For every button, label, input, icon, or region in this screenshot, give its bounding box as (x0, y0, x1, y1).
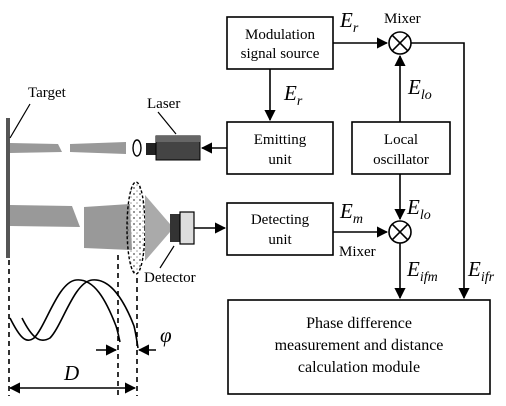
signal-er-top: Er (339, 8, 359, 36)
detecting-unit-block: Detecting unit (226, 202, 334, 256)
mixer-top-label: Mixer (384, 11, 421, 27)
reference-wave (9, 279, 121, 343)
detecting-line-2: unit (268, 232, 292, 248)
emitting-unit-block: Emitting unit (226, 121, 334, 175)
signal-eifr: Eifr (467, 257, 495, 285)
signal-elo-top: Elo (407, 75, 432, 103)
top-mixer-to-phase-arrow (411, 42, 470, 300)
returned-beam (10, 204, 132, 250)
phase-line-1: Phase difference (306, 315, 412, 332)
modulation-line-1: Modulation (245, 27, 315, 43)
phase-line-2: measurement and distance (275, 337, 444, 354)
laser-leader-line (157, 111, 177, 135)
local-osc-line-1: Local (384, 132, 418, 148)
local-oscillator-block: Local oscillator (351, 121, 451, 175)
measured-wave (21, 279, 139, 349)
target-leader-line (9, 103, 31, 139)
detector-leader-line (159, 245, 175, 269)
transmit-lens (132, 139, 142, 157)
laser-label: Laser (147, 96, 180, 112)
target-wall (6, 118, 10, 258)
receive-lens (126, 181, 146, 275)
mixer-bottom (388, 220, 412, 244)
emitting-line-1: Emitting (254, 132, 307, 148)
modulation-line-2: signal source (241, 46, 320, 62)
focus-cone (145, 195, 170, 261)
emitting-line-2: unit (268, 152, 292, 168)
phase-difference-module-block: Phase difference measurement and distanc… (227, 299, 491, 395)
emitted-beam (10, 142, 126, 154)
signal-em: Em (339, 199, 363, 227)
signal-elo-bottom: Elo (406, 195, 431, 223)
mixer-top (388, 31, 412, 55)
laser-device (146, 135, 201, 161)
phase-line-3: calculation module (298, 359, 420, 376)
detector-device (170, 211, 195, 245)
modulation-signal-source-block: Modulation signal source (226, 16, 334, 70)
local-osc-line-2: oscillator (373, 152, 429, 168)
phase-symbol: φ (160, 323, 172, 347)
signal-er-mid: Er (283, 81, 303, 109)
target-label: Target (28, 85, 67, 101)
detecting-line-1: Detecting (251, 212, 310, 228)
signal-eifm: Eifm (406, 257, 438, 285)
mixer-bottom-label: Mixer (339, 244, 376, 260)
distance-label: D (63, 361, 79, 385)
detector-label: Detector (144, 270, 196, 286)
